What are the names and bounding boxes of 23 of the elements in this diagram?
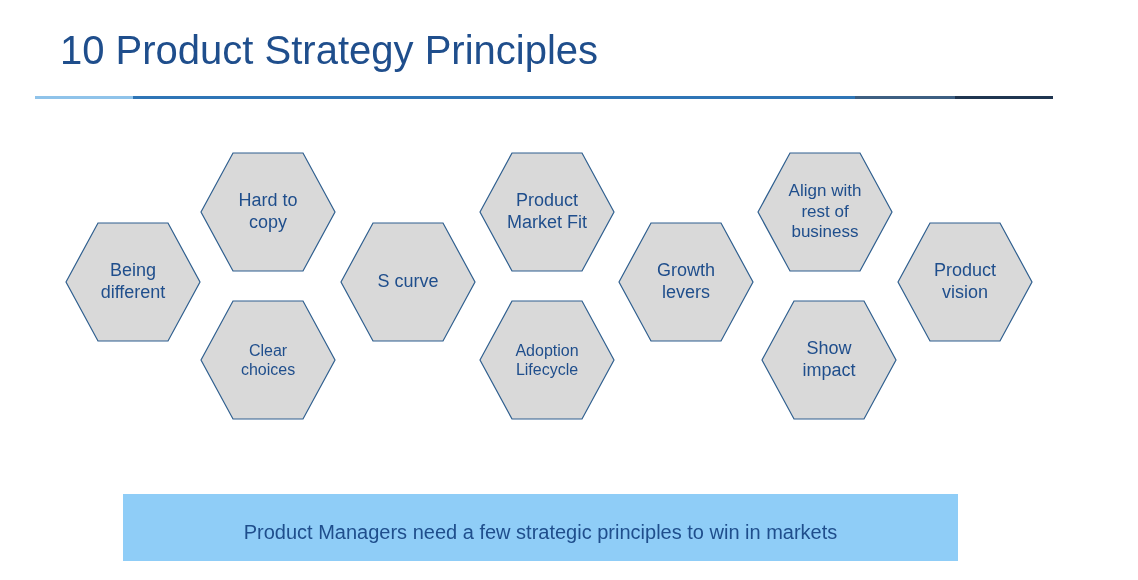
principle-label: Align with rest of business: [787, 181, 863, 243]
hexagon-shape: [200, 300, 336, 420]
hexagon-shape: [340, 222, 476, 342]
summary-banner: [123, 494, 958, 561]
principle-label: Growth levers: [656, 260, 716, 304]
principle-label: Show impact: [801, 338, 857, 382]
slide-title: 10 Product Strategy Principles: [60, 28, 599, 73]
hexagon-shape: [618, 222, 754, 342]
principle-label: Hard to copy: [237, 190, 299, 234]
principle-label: Being different: [99, 260, 167, 304]
hexagon-shape: [757, 152, 893, 272]
hexagon-shape: [897, 222, 1033, 342]
hexagon-shape: [65, 222, 201, 342]
principle-label: Clear choices: [239, 340, 297, 380]
hexagon-shape: [479, 300, 615, 420]
principle-label: Product Market Fit: [506, 190, 588, 234]
summary-text: Product Managers need a few strategic principles to win in markets: [243, 521, 838, 544]
principle-label: Adoption Lifecycle: [514, 340, 580, 380]
hexagon-shape: [761, 300, 897, 420]
hexagon-shape: [479, 152, 615, 272]
principle-label: S curve: [377, 271, 439, 293]
hexagon-shape: [200, 152, 336, 272]
principle-label: Product vision: [932, 260, 997, 304]
